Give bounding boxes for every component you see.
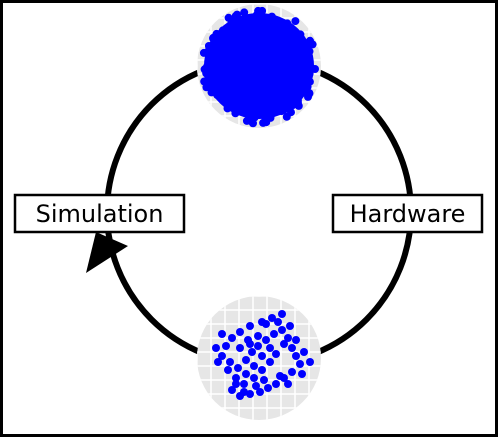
point — [236, 344, 244, 352]
point — [252, 382, 260, 390]
point — [270, 330, 278, 338]
point — [254, 342, 262, 350]
point — [262, 320, 270, 328]
point — [242, 370, 250, 378]
point — [240, 388, 248, 396]
top-inset-points — [199, 6, 319, 128]
point — [267, 12, 276, 21]
point — [284, 380, 292, 388]
point — [305, 69, 314, 78]
point — [240, 380, 248, 388]
point — [212, 344, 220, 352]
hardware-label: Hardware — [350, 200, 466, 228]
point — [305, 47, 314, 56]
point — [264, 384, 272, 392]
point — [303, 82, 312, 91]
point — [306, 36, 314, 45]
point — [304, 92, 312, 101]
top-inset — [197, 4, 321, 128]
point — [306, 358, 314, 366]
point — [233, 10, 242, 19]
point — [288, 344, 296, 352]
point — [222, 342, 230, 350]
point — [246, 322, 254, 330]
point-cloud-core — [204, 13, 314, 119]
simulation-label: Simulation — [36, 200, 164, 228]
point — [278, 326, 286, 334]
point — [228, 334, 236, 342]
point — [296, 360, 304, 368]
point — [232, 374, 240, 382]
point — [202, 69, 211, 78]
point — [234, 364, 242, 372]
point — [200, 77, 209, 86]
point — [242, 356, 250, 364]
point — [254, 332, 262, 340]
point — [274, 318, 282, 326]
point — [240, 8, 249, 17]
hardware-label-box: Hardware — [331, 193, 484, 234]
point — [232, 380, 240, 388]
point — [294, 101, 303, 110]
point — [261, 114, 270, 122]
point — [236, 328, 244, 336]
point — [296, 30, 305, 39]
point — [248, 348, 256, 356]
point — [311, 65, 319, 73]
point — [300, 348, 308, 356]
point — [244, 336, 252, 344]
point — [276, 372, 284, 380]
point — [262, 336, 270, 344]
point — [254, 6, 263, 15]
point — [287, 108, 295, 117]
point — [272, 350, 280, 358]
point — [224, 366, 232, 374]
point — [286, 322, 294, 330]
point — [226, 358, 234, 366]
cycle-arrow-head — [86, 232, 128, 273]
point — [256, 388, 264, 396]
point — [268, 314, 276, 322]
point — [292, 336, 300, 344]
point — [291, 17, 300, 26]
point — [260, 376, 268, 384]
point — [250, 374, 258, 382]
point — [228, 386, 236, 394]
point — [250, 362, 258, 370]
point — [272, 380, 280, 388]
point — [288, 368, 296, 376]
point — [292, 352, 300, 360]
point — [280, 105, 289, 113]
point — [245, 115, 253, 123]
point — [218, 26, 227, 35]
bottom-inset — [197, 296, 321, 420]
point — [218, 330, 226, 338]
point — [298, 370, 306, 378]
point — [283, 19, 292, 28]
point — [209, 33, 218, 42]
point — [284, 334, 292, 342]
point — [266, 358, 274, 366]
point — [214, 358, 222, 366]
point — [280, 340, 288, 348]
point — [231, 109, 240, 118]
point — [223, 104, 232, 113]
point — [278, 310, 286, 318]
point — [207, 45, 216, 54]
point — [224, 13, 233, 22]
point — [218, 352, 226, 360]
point — [258, 366, 266, 374]
simulation-label-box: Simulation — [13, 193, 186, 234]
bottom-inset-points — [212, 310, 314, 400]
point — [213, 91, 222, 99]
point — [266, 344, 274, 352]
point — [199, 48, 208, 57]
point — [258, 352, 266, 360]
